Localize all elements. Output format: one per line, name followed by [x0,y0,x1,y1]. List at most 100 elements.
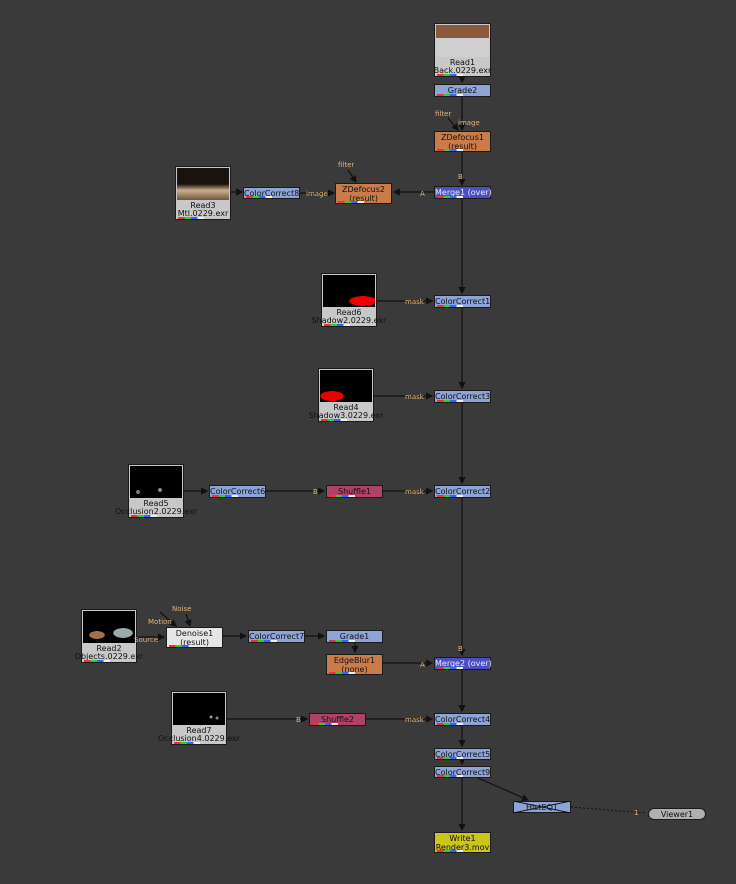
colorcorrect2-node[interactable]: ColorCorrect2 [434,485,491,498]
zdefocus2-sub: (result) [349,194,378,203]
write1-label: Write1 [449,834,476,843]
channel-dots [246,196,272,198]
read4-node[interactable]: Read4 Shadow3.0229.exr [309,368,383,422]
colorcorrect1-node[interactable]: ColorCorrect1 [434,295,491,308]
merge1-node[interactable]: Merge1 (over) [434,186,492,199]
channel-dots [437,495,463,497]
read6-node[interactable]: Read6 Shadow2.0229.exr [312,273,386,327]
merge2-label: Merge2 (over) [435,659,492,668]
channel-dots [174,742,200,744]
denoise1-sub: (result) [180,638,209,647]
edgeblur1-label: EdgeBlur1 [333,656,376,665]
viewer1-node[interactable]: Viewer1 [648,808,706,820]
channel-dots [251,640,277,642]
colorcorrect5-label: ColorCorrect5 [435,750,491,759]
colorcorrect8-label: ColorCorrect8 [244,189,300,198]
channel-dots [321,419,347,421]
input-label-b: B [458,173,463,181]
input-label-mask: mask [405,488,424,496]
write1-file: Render3.mov [435,843,490,852]
colorcorrect3-label: ColorCorrect3 [435,392,491,401]
channel-dots [178,217,204,219]
merge1-label: Merge1 (over) [435,188,492,197]
histeq1-node[interactable]: HistEQ1 [513,801,571,813]
read1-file: Back.0229.exr [433,66,492,75]
colorcorrect8-node[interactable]: ColorCorrect8 [243,187,300,199]
channel-dots [437,305,463,307]
grade1-label: Grade1 [339,632,370,641]
read1-node[interactable]: Read1 Back.0229.exr [434,23,491,77]
colorcorrect5-node[interactable]: ColorCorrect5 [434,748,491,760]
shuffle1-node[interactable]: Shuffle1 [326,485,383,498]
input-label-image: image [306,190,328,198]
input-label-a: A [420,190,425,198]
colorcorrect7-label: ColorCorrect7 [249,632,305,641]
write1-node[interactable]: Write1 Render3.mov [434,832,491,853]
read5-thumbnail [130,466,182,498]
grade2-node[interactable]: Grade2 [434,84,491,97]
zdefocus1-sub: (result) [448,142,477,151]
channel-dots [437,149,463,151]
read7-thumbnail [173,693,225,725]
colorcorrect6-label: ColorCorrect6 [210,487,266,496]
colorcorrect9-label: ColorCorrect9 [435,768,491,777]
channel-dots [212,495,238,497]
read1-label: Read1 [449,58,476,67]
read2-node[interactable]: Read2 Objects.0229.exr [75,609,143,663]
shuffle2-node[interactable]: Shuffle2 [309,713,366,726]
input-label-b: B [296,716,301,724]
read5-node[interactable]: Read5 Occlusion2.0229.exr [115,464,197,518]
read7-file: Occlusion4.0229.exr [158,734,241,743]
input-label-noise: Noise [172,605,192,613]
input-label-filter: filter [435,110,452,118]
read6-file: Shadow2.0229.exr [311,316,387,325]
input-label-mask: mask [405,298,424,306]
colorcorrect2-label: ColorCorrect2 [435,487,491,496]
shuffle1-label: Shuffle1 [338,487,371,496]
edgeblur1-sub: (none) [341,665,368,674]
read7-node[interactable]: Read7 Occlusion4.0229.exr [158,691,240,745]
channel-dots [437,850,463,852]
colorcorrect4-label: ColorCorrect4 [435,715,491,724]
read6-thumbnail [323,275,375,307]
grade1-node[interactable]: Grade1 [326,630,383,643]
channel-dots [329,672,355,674]
channel-dots [84,660,110,662]
channel-dots [169,645,195,647]
colorcorrect3-node[interactable]: ColorCorrect3 [434,390,491,403]
input-label-mask: mask [405,716,424,724]
channel-dots [437,757,463,759]
zdefocus2-node[interactable]: ZDefocus2 (result) [335,183,392,204]
channel-dots [437,400,463,402]
read5-label: Read5 [143,499,169,508]
channel-dots [437,723,463,725]
edgeblur1-node[interactable]: EdgeBlur1 (none) [326,654,383,675]
denoise1-node[interactable]: Denoise1 (result) [166,627,223,648]
viewer1-label: Viewer1 [660,810,694,819]
read5-file: Occlusion2.0229.exr [115,507,198,516]
colorcorrect4-node[interactable]: ColorCorrect4 [434,713,491,726]
grade2-label: Grade2 [447,86,478,95]
channel-dots [437,196,463,198]
input-label-mask: mask [405,393,424,401]
zdefocus1-node[interactable]: ZDefocus1 (result) [434,131,491,152]
input-label-b: B [313,488,318,496]
zdefocus1-label: ZDefocus1 [441,133,484,142]
channel-dots [437,775,463,777]
input-label-a: A [420,661,425,669]
input-label-source: Source [134,636,159,644]
read4-file: Shadow3.0229.exr [308,411,384,420]
channel-dots [131,515,157,517]
denoise1-label: Denoise1 [175,629,214,638]
merge2-node[interactable]: Merge2 (over) [434,657,492,670]
channel-dots [329,640,355,642]
read2-label: Read2 [96,644,122,653]
read3-node[interactable]: Read3 Mtl.0229.exr [175,166,231,220]
colorcorrect6-node[interactable]: ColorCorrect6 [209,485,266,498]
colorcorrect9-node[interactable]: ColorCorrect9 [434,766,491,778]
read2-file: Objects.0229.exr [74,652,144,661]
colorcorrect7-node[interactable]: ColorCorrect7 [248,630,305,643]
read4-thumbnail [320,370,372,402]
read3-thumbnail [177,168,229,200]
